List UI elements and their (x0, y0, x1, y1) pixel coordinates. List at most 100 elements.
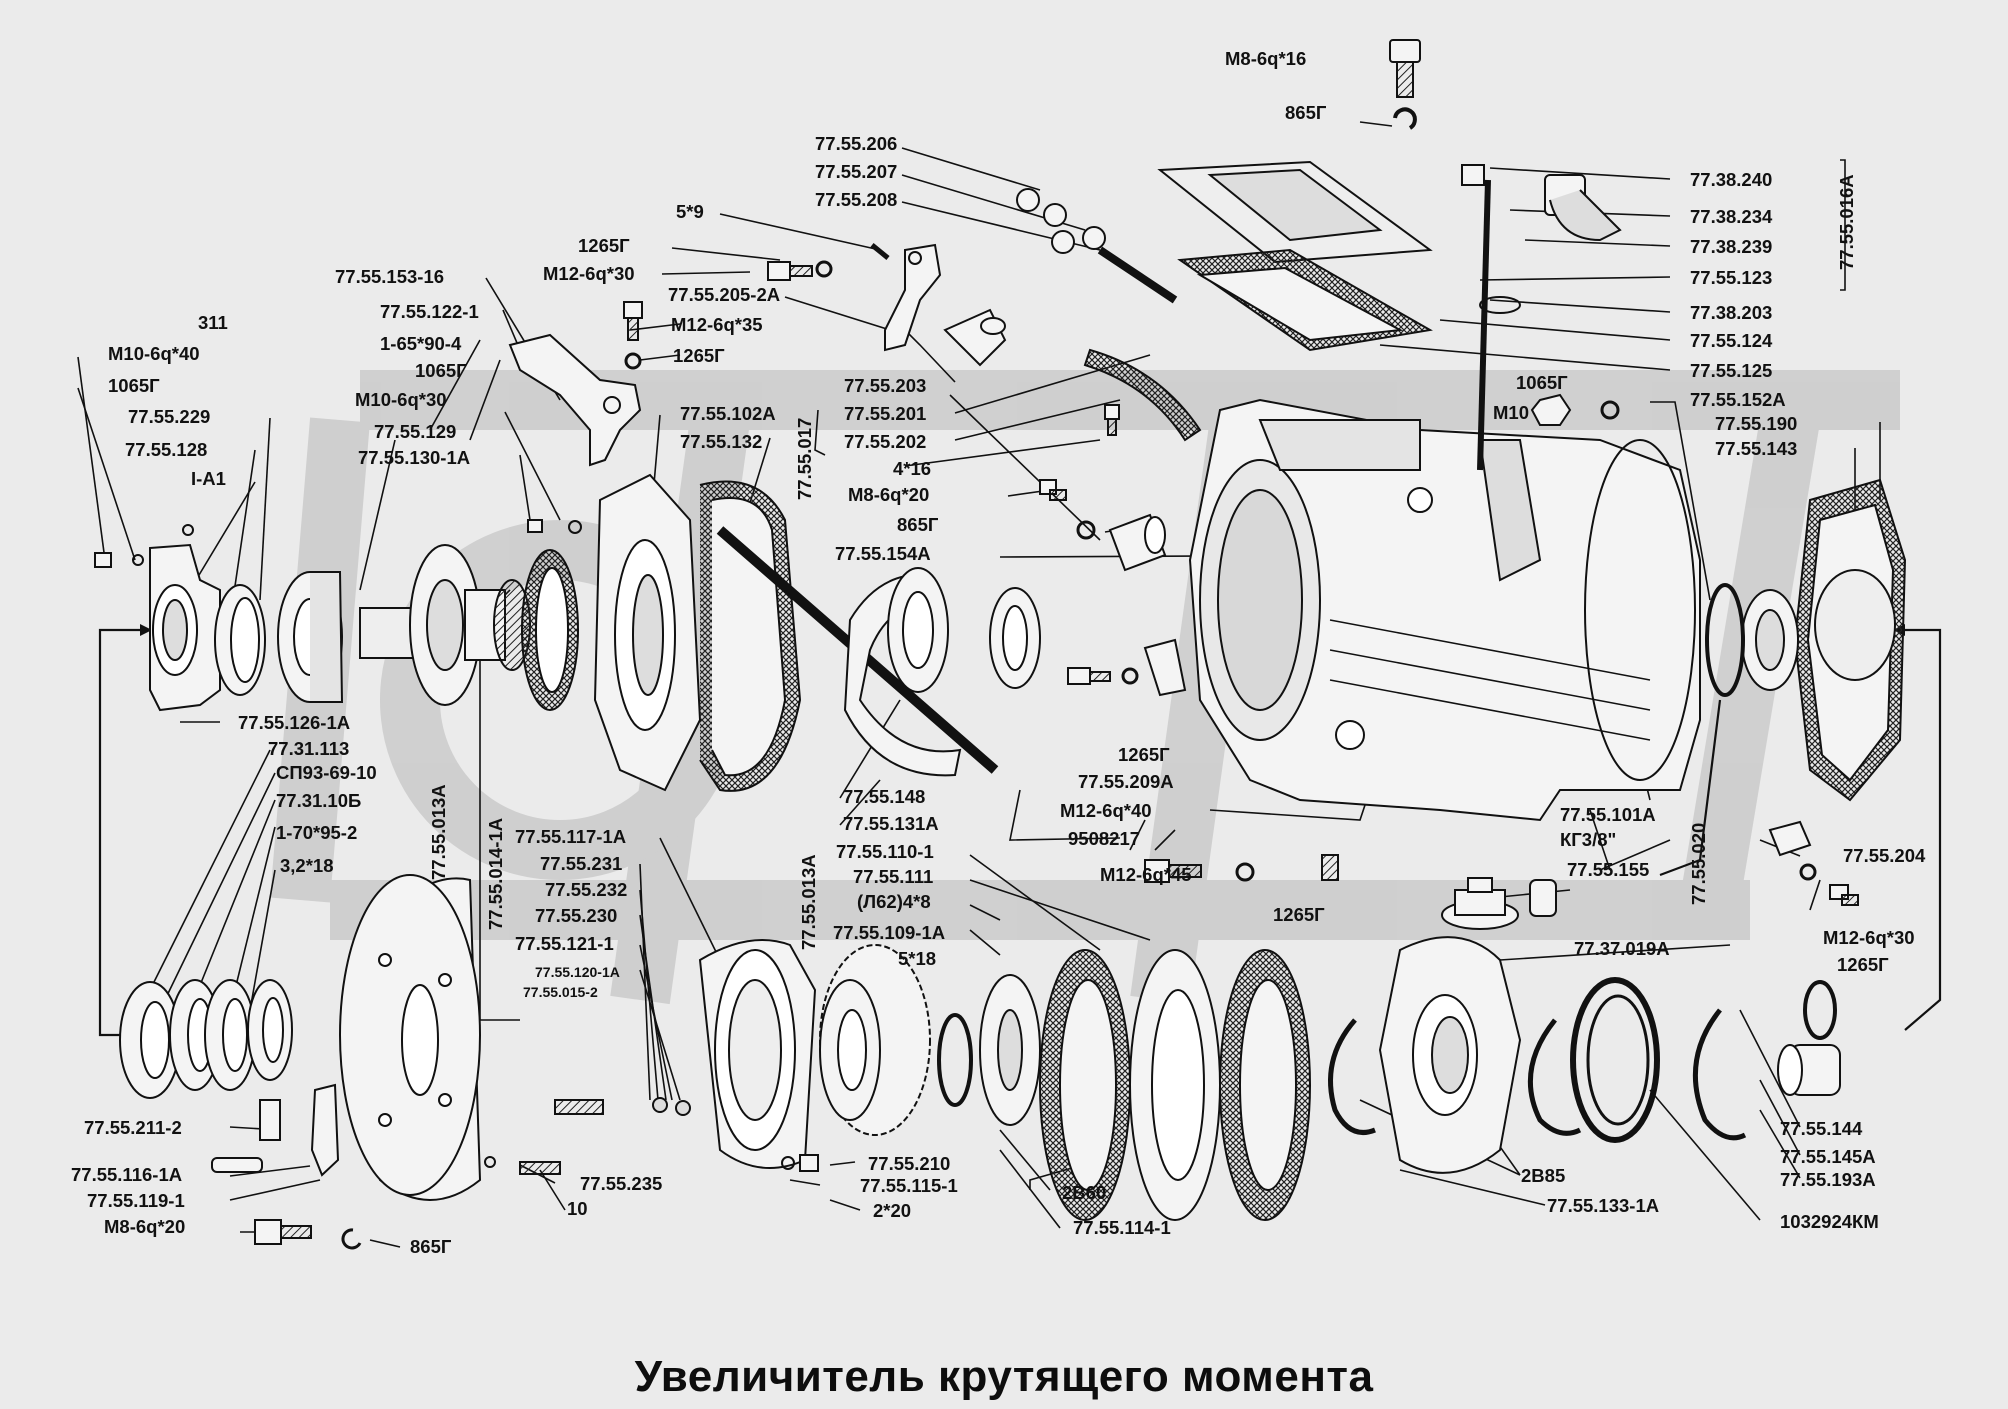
label-77-55-124: 77.55.124 (1690, 330, 1773, 351)
snap-ring-2b85 (1328, 1018, 1376, 1135)
label-77-55-117-1a: 77.55.117-1А (515, 826, 627, 847)
bolt-4x16 (1104, 404, 1120, 436)
label-77-55-153-16: 77.55.153-16 (335, 266, 445, 287)
label-2x20: 2*20 (873, 1200, 912, 1221)
washer-865 (1076, 520, 1096, 540)
seal-9508217 (989, 587, 1041, 689)
label-77-55-110-1: 77.55.110-1 (836, 841, 934, 862)
label-77-55-115-1: 77.55.115-1 (860, 1175, 958, 1196)
label-77-55-133-1a: 77.55.133-1А (1547, 1195, 1660, 1216)
label-77-31-113: 77.31.113 (268, 738, 350, 759)
bracket-209 (1067, 638, 1187, 697)
shaft-122 (359, 544, 531, 706)
label-m10-30: М10-6q*30 (355, 389, 447, 410)
label-m8-20a: М8-6q*20 (848, 484, 930, 505)
label-77-55-129: 77.55.129 (374, 421, 457, 442)
label-77-55-020: 77.55.020 (1688, 822, 1709, 905)
label-1265g-b: 1265Г (673, 345, 725, 366)
seal-130 (521, 549, 579, 711)
bolt-m8-20 (1039, 479, 1067, 501)
label-2v85: 2В85 (1521, 1165, 1566, 1186)
plate-117 (698, 939, 817, 1169)
label-77-55-148: 77.55.148 (843, 786, 926, 807)
snap-ring-193 (1692, 1008, 1747, 1141)
hub-109 (979, 974, 1041, 1126)
label-77-55-208: 77.55.208 (815, 189, 898, 210)
label-77-55-015-2: 77.55.015-2 (523, 984, 598, 1000)
seal-segment-201 (1083, 348, 1202, 442)
label-77-55-230: 77.55.230 (535, 905, 618, 926)
nut-210 (781, 1154, 819, 1172)
rear-cover (1705, 478, 1907, 802)
plug-155 (1529, 879, 1557, 917)
label-77-55-130-1a: 77.55.130-1А (358, 447, 471, 468)
label-77-37-019a: 77.37.019А (1574, 938, 1670, 959)
label-77-55-154a: 77.55.154А (835, 543, 931, 564)
bearing-1032924 (1570, 977, 1660, 1143)
label-77-55-201: 77.55.201 (844, 403, 927, 424)
label-5x9: 5*9 (676, 201, 704, 222)
label-77-55-232: 77.55.232 (545, 879, 628, 900)
ring-111 (937, 1013, 973, 1107)
label-10: 10 (567, 1198, 588, 1219)
label-5x18: 5*18 (898, 948, 937, 969)
label-77-55-143: 77.55.143 (1715, 438, 1798, 459)
label-1265g-c: 1265Г (1118, 744, 1170, 765)
lever-205 (884, 243, 942, 352)
label-77-55-131a: 77.55.131А (843, 813, 939, 834)
label-m12-40: М12-6q*40 (1060, 800, 1152, 821)
label-1-65x90-4: 1-65*90-4 (380, 333, 462, 354)
label-77-55-116-1a: 77.55.116-1А (71, 1164, 183, 1185)
label-865g-top: 865Г (1285, 102, 1327, 123)
label-77-55-119-1: 77.55.119-1 (87, 1190, 185, 1211)
label-sp93-69-10: СП93-69-10 (276, 762, 377, 783)
label-2v60: 2В60 (1062, 1182, 1107, 1203)
springs (484, 1097, 691, 1175)
bolt-m12-35 (623, 301, 643, 341)
label-77-38-234: 77.38.234 (1690, 206, 1773, 227)
top-cover (1157, 160, 1433, 352)
pin-154 (1108, 513, 1167, 572)
label-77-55-017: 77.55.017 (794, 417, 815, 500)
nut-m10 (1530, 393, 1620, 426)
bracket-204 (1768, 820, 1859, 906)
seal-rings-left (119, 979, 293, 1099)
label-77-55-126-1a: 77.55.126-1А (238, 712, 351, 733)
bolt-m12-30 (767, 261, 813, 281)
label-77-55-111: 77.55.111 (853, 866, 934, 887)
label-77-55-121-1: 77.55.121-1 (515, 933, 614, 954)
bushing-144 (1777, 980, 1841, 1096)
label-77-55-114-1: 77.55.114-1 (1073, 1217, 1171, 1238)
label-77-55-155: 77.55.155 (1567, 859, 1650, 880)
label-77-55-102a: 77.55.102А (680, 403, 776, 424)
label-m12-45: М12-6q*45 (1100, 864, 1192, 885)
label-1265g-d: 1265Г (1273, 904, 1325, 925)
washer-top (1393, 107, 1417, 130)
link-parts (1016, 188, 1178, 304)
label-m10: М10 (1493, 402, 1529, 423)
label-77-55-229: 77.55.229 (128, 406, 211, 427)
ring-229 (214, 584, 266, 696)
label-4x16: 4*16 (893, 458, 932, 479)
label-77-55-203: 77.55.203 (844, 375, 927, 396)
label-77-55-101a: 77.55.101А (1560, 804, 1656, 825)
label-9508217: 9508217 (1068, 828, 1141, 849)
label-77-55-207: 77.55.207 (815, 161, 898, 182)
label-77-55-122-1: 77.55.122-1 (380, 301, 479, 322)
label-77-55-014-1a: 77.55.014-1А (485, 817, 506, 930)
label-77-31-10b: 77.31.10Б (276, 790, 362, 811)
label-1065g-b: 1065Г (415, 360, 467, 381)
label-77-55-209a: 77.55.209А (1078, 771, 1174, 792)
lever-153 (508, 333, 642, 467)
bearing-311 (277, 571, 344, 703)
label-kg-3-8: КГ3/8" (1560, 829, 1617, 850)
washer-1265g (624, 260, 833, 370)
bearing-131 (887, 567, 949, 693)
page-title: Увеличитель крутящего момента (634, 1352, 1374, 1401)
label-m8-20b: М8-6q*20 (104, 1216, 186, 1237)
friction-disk-a (1039, 949, 1131, 1221)
label-77-55-206: 77.55.206 (815, 133, 898, 154)
plug-kg38 (1321, 854, 1339, 881)
